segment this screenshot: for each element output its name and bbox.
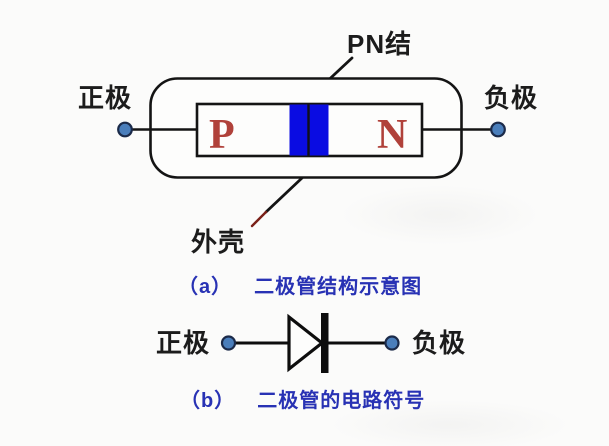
- background-smudge: [330, 400, 570, 446]
- shell-pointer-line-tip: [250, 210, 268, 228]
- caption-a: （a） 二极管结构示意图: [178, 270, 422, 299]
- caption-b-text: 二极管的电路符号: [257, 390, 426, 412]
- background-smudge: [340, 185, 540, 245]
- caption-a-text: 二极管结构示意图: [254, 276, 423, 298]
- diode-symbol-cathode-bar: [321, 313, 329, 373]
- caption-a-index: （a）: [178, 276, 233, 298]
- symbol-anode-terminal-dot: [220, 335, 237, 351]
- anode-label-structure: 正极: [78, 83, 133, 113]
- anode-label-symbol: 正极: [156, 328, 211, 358]
- caption-b-index: （b）: [180, 390, 236, 412]
- cathode-label-structure: 负极: [484, 83, 539, 113]
- symbol-cathode-terminal-dot: [384, 335, 400, 351]
- p-region-letter: P: [209, 112, 235, 158]
- diode-symbol-triangle: [287, 313, 325, 373]
- caption-b: （b） 二极管的电路符号: [180, 384, 425, 413]
- n-region-letter: N: [377, 112, 408, 158]
- cathode-terminal-dot: [490, 121, 506, 138]
- pn-junction-label: PN结: [347, 29, 413, 59]
- shell-label: 外壳: [191, 227, 246, 257]
- shell-pointer-line: [264, 176, 304, 214]
- cathode-label-symbol: 负极: [412, 328, 467, 358]
- anode-terminal-dot: [117, 121, 133, 138]
